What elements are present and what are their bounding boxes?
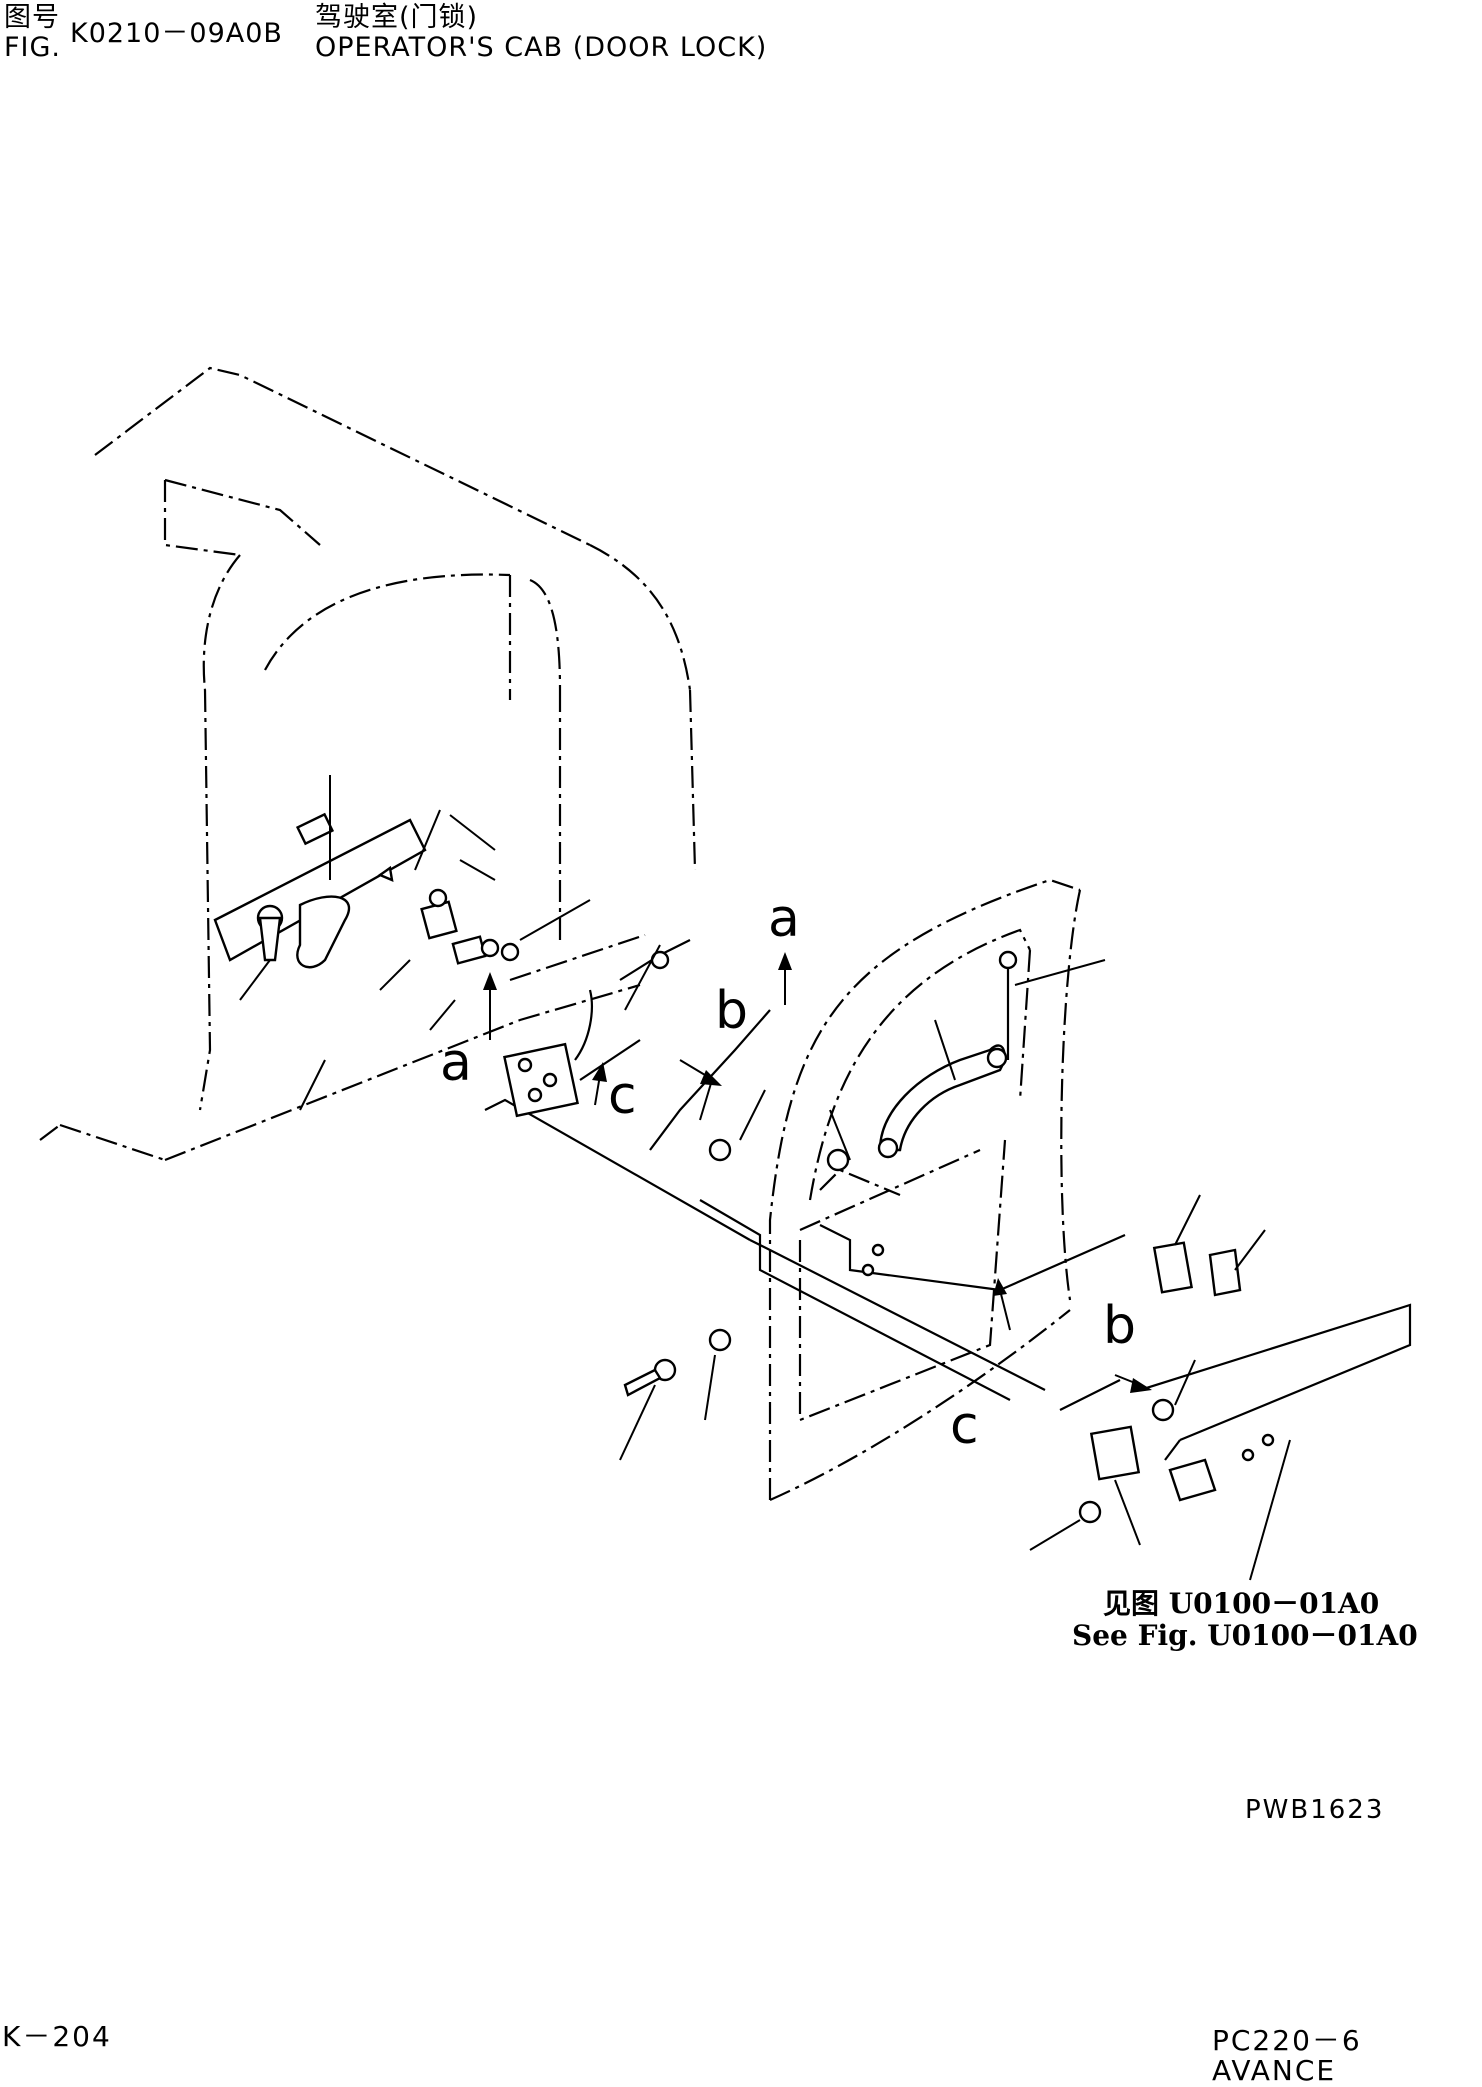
reference-en: See Fig. U0100－01A0 <box>1072 1619 1418 1652</box>
striker-parts <box>623 1241 1275 1524</box>
fig-cn-prefix: 图号 <box>4 2 60 33</box>
drawing-code: PWB1623 <box>1245 1795 1385 1825</box>
callout-c-left: c <box>608 1066 637 1126</box>
callout-a-top: a <box>768 889 800 949</box>
callout-b-right: b <box>1103 1296 1137 1356</box>
callout-c-bottom: c <box>950 1396 979 1456</box>
fig-prefix: FIG. <box>4 32 61 63</box>
reference-cn: 见图 U0100－01A0 <box>1103 1587 1380 1620</box>
title-en: OPERATOR'S CAB (DOOR LOCK) <box>315 32 768 63</box>
fig-number: K0210－09A0B <box>70 18 283 49</box>
door-handle <box>826 950 1018 1277</box>
lock-body <box>503 989 593 1118</box>
cab-outline <box>39 366 697 1162</box>
lock-plate-assembly <box>213 812 520 969</box>
callout-a-left: a <box>440 1033 472 1093</box>
lock-rod-outline <box>484 1098 1412 1461</box>
rods <box>579 939 771 1162</box>
model-name: PC220－6 AVANCE <box>1212 2024 1362 2087</box>
leader-lines <box>239 775 1291 1581</box>
direction-arrows <box>483 952 1152 1393</box>
title-cn: 驾驶室(门锁) <box>315 2 479 33</box>
callout-b-top: b <box>715 981 749 1041</box>
door-outline <box>768 878 1082 1502</box>
page-number: K－204 <box>2 2020 112 2053</box>
